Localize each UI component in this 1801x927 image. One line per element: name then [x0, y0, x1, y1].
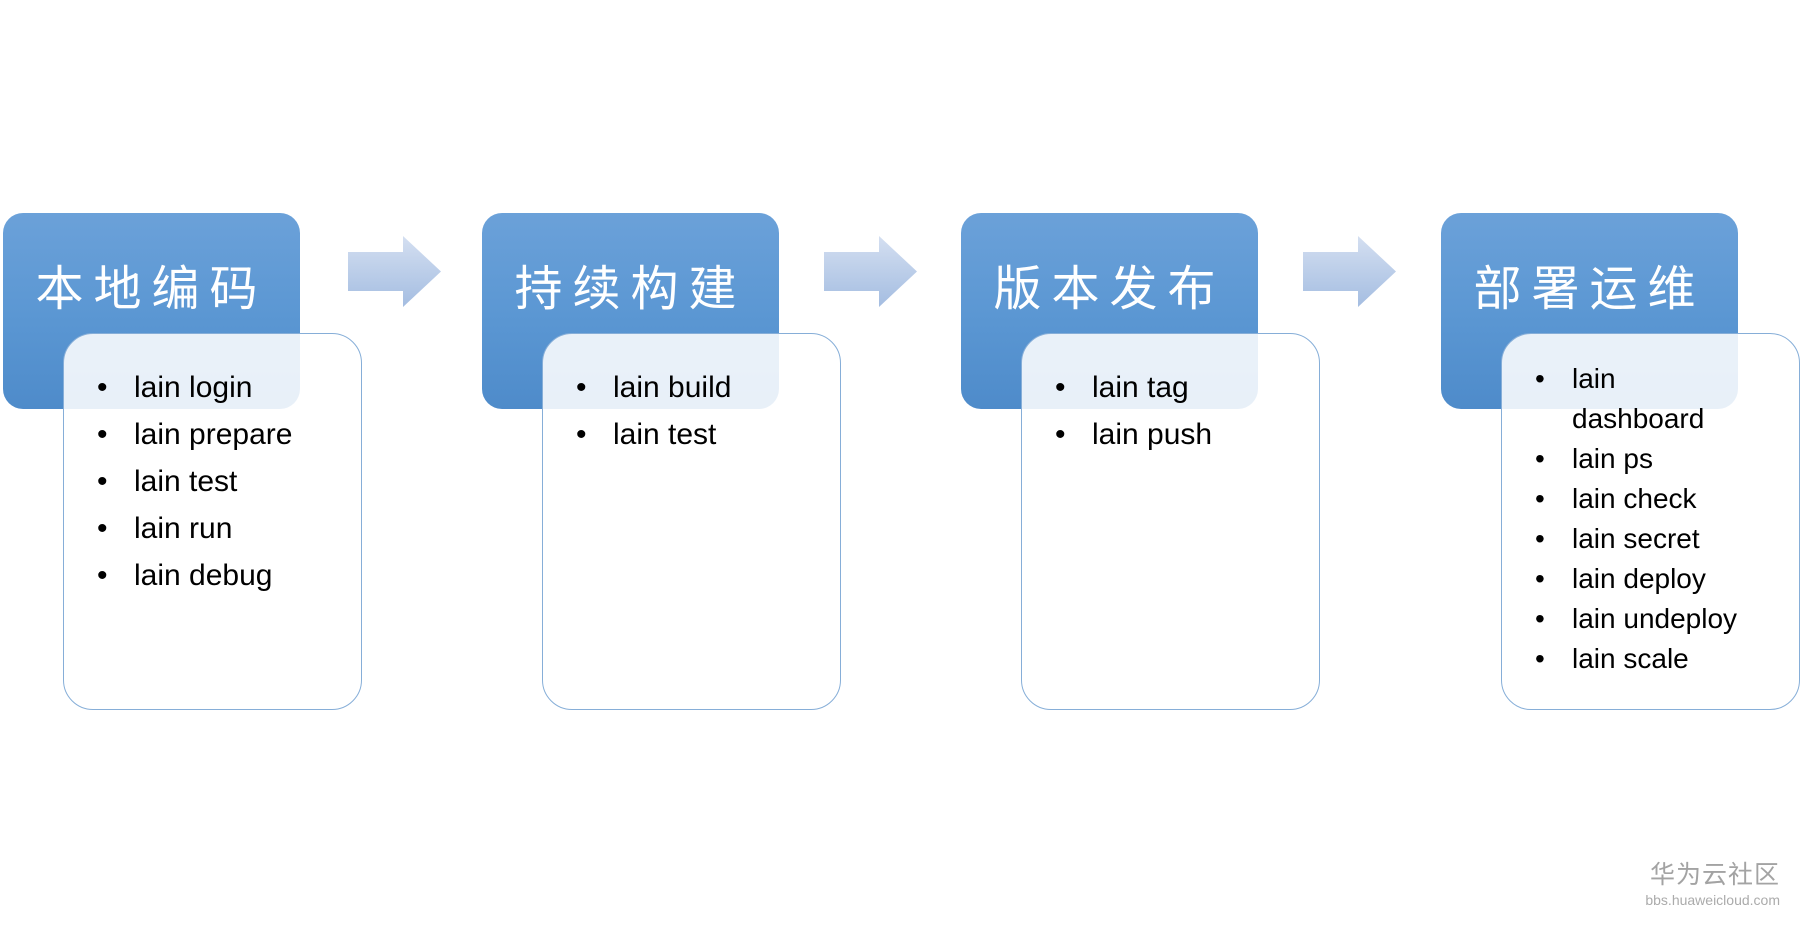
flow-arrow-icon: [1303, 236, 1396, 307]
list-item: • lain undeploy: [1532, 599, 1789, 639]
list-item-text: lain undeploy: [1572, 603, 1738, 634]
watermark-url: bbs.huaweicloud.com: [1645, 892, 1780, 908]
list-item-text: lain test: [134, 465, 238, 498]
process-stage: 版本发布 • lain tag • lain push: [961, 213, 1323, 713]
bullet-icon: •: [1535, 643, 1545, 674]
list-item-text: lain dashboard: [1572, 363, 1705, 434]
list-item: • lain build: [573, 364, 830, 411]
stage-command-list: • lain build • lain test: [543, 334, 840, 458]
list-item: • lain scale: [1532, 639, 1789, 679]
bullet-icon: •: [1535, 483, 1545, 514]
list-item-text: lain tag: [1092, 371, 1189, 404]
list-item: • lain test: [573, 411, 830, 458]
list-item-text: lain login: [134, 371, 253, 404]
list-item-text: lain ps: [1572, 443, 1653, 474]
stage-title: 版本发布: [993, 263, 1226, 316]
bullet-icon: •: [1535, 523, 1545, 554]
watermark-title: 华为云社区: [1649, 861, 1780, 889]
list-item-text: lain scale: [1572, 643, 1689, 674]
bullet-icon: •: [1535, 603, 1545, 634]
stage-body-card: • lain tag • lain push: [1021, 333, 1320, 710]
stage-command-list: • lain tag • lain push: [1022, 334, 1319, 458]
process-stage: 部署运维 •lain dashboard•lain ps•lain check•…: [1441, 213, 1801, 713]
list-item-text: lain deploy: [1572, 563, 1706, 594]
stage-command-list: • lain dashboard • lain ps • lain check • lain …: [1502, 334, 1799, 679]
list-item: • lain tag: [1052, 364, 1309, 411]
stage-body-card: • lain build • lain test: [542, 333, 841, 710]
bullet-icon: •: [1535, 443, 1545, 474]
bullet-icon: •: [97, 559, 108, 592]
list-item: • lain prepare: [94, 411, 351, 458]
bullet-icon: •: [576, 418, 587, 451]
list-item: • lain run: [94, 505, 351, 552]
list-item-text: lain build: [613, 371, 732, 404]
stage-body-card: • lain dashboard • lain ps • lain check • lain …: [1501, 333, 1800, 710]
bullet-icon: •: [1055, 371, 1066, 404]
list-item-text: lain test: [613, 418, 717, 451]
process-stage: 本地编码 •lain login•lain prepare•lain test•…: [3, 213, 365, 713]
list-item: • lain secret: [1532, 519, 1789, 559]
stage-body-card: • lain login • lain prepare • lain test • lain …: [63, 333, 362, 710]
bullet-icon: •: [97, 371, 108, 404]
list-item: • lain ps: [1532, 439, 1789, 479]
list-item: • lain push: [1052, 411, 1309, 458]
list-item-text: lain push: [1092, 418, 1213, 451]
stage-title: 部署运维: [1473, 263, 1706, 316]
list-item-text: lain secret: [1572, 523, 1700, 554]
list-item-text: lain run: [134, 512, 233, 545]
list-item: • lain check: [1532, 479, 1789, 519]
list-item: • lain test: [94, 458, 351, 505]
watermark: 华为云社区 bbs.huaweicloud.com: [1645, 861, 1780, 909]
bullet-icon: •: [1055, 418, 1066, 451]
bullet-icon: •: [576, 371, 587, 404]
bullet-icon: •: [97, 418, 108, 451]
bullet-icon: •: [1535, 563, 1545, 594]
bullet-icon: •: [97, 512, 108, 545]
bullet-icon: •: [97, 465, 108, 498]
stage-title: 持续构建: [514, 263, 747, 316]
flow-arrow-icon: [824, 236, 917, 307]
list-item: • lain login: [94, 364, 351, 411]
flow-arrow-icon: [348, 236, 441, 307]
list-item: • lain deploy: [1532, 559, 1789, 599]
list-item-text: lain prepare: [134, 418, 293, 451]
list-item: • lain dashboard: [1532, 359, 1789, 439]
list-item-text: lain check: [1572, 483, 1697, 514]
process-stage: 持续构建 • lain build • lain test: [482, 213, 844, 713]
bullet-icon: •: [1535, 363, 1545, 394]
stage-command-list: • lain login • lain prepare • lain test • lain …: [64, 334, 361, 599]
stage-title: 本地编码: [35, 263, 268, 316]
list-item-text: lain debug: [134, 559, 273, 592]
list-item: • lain debug: [94, 552, 351, 599]
